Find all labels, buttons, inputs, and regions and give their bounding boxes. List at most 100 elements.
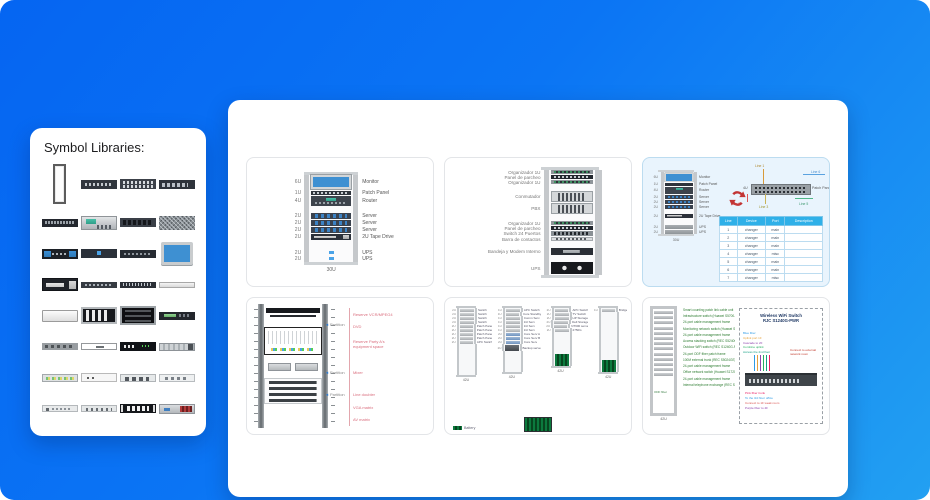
rack-frame[interactable] <box>53 164 66 204</box>
equipment-label: 24-port cable management frame <box>683 376 731 381</box>
pdu-red[interactable] <box>158 403 195 414</box>
rack-diagram: Organizador 1U Panel de parcheo <box>475 167 602 278</box>
rack-unit <box>550 191 593 202</box>
rack-rails <box>304 212 359 220</box>
rack-row <box>475 184 602 191</box>
rack-unit <box>550 248 593 255</box>
callout-label: Pink fiber trunk <box>745 391 766 395</box>
ribbed-silver[interactable] <box>158 342 195 351</box>
shelf-black[interactable] <box>119 306 156 325</box>
rack-row: 1U Bridge <box>593 308 627 312</box>
blank-panel[interactable] <box>41 309 78 322</box>
ring-organizer[interactable] <box>119 404 156 413</box>
keystone-white[interactable] <box>80 373 117 382</box>
rack-unit <box>665 213 693 218</box>
rack-rails <box>304 240 359 250</box>
rack-row: 2U Patch Panel <box>451 328 492 332</box>
equipment-label: Access stacking switch (REC S5240G-PWR) <box>683 339 735 344</box>
unit-ruler <box>251 304 258 428</box>
rack-row: 1U APC Switch <box>498 308 540 312</box>
unit-height-label: 2U <box>653 199 658 204</box>
panel-dots[interactable] <box>80 405 117 412</box>
rack-row: 1U Intl Serv <box>498 328 535 332</box>
symbol-grid <box>40 161 196 424</box>
callout-line <box>747 194 748 202</box>
ports-thin[interactable] <box>80 281 117 288</box>
rack-row: 2U NT600 server <box>546 324 589 328</box>
patch-table-row: 6 changer main <box>719 265 823 274</box>
patch-ports[interactable] <box>41 218 78 227</box>
rack-rails <box>543 169 602 175</box>
equipment-label: DVD <box>349 322 395 332</box>
patch-table-row: 5 changer main <box>719 257 823 266</box>
line-callout-label: Line 3 <box>759 205 769 209</box>
server-led[interactable] <box>119 342 156 351</box>
ports-dense[interactable] <box>119 281 156 288</box>
patch-panel-graphic <box>751 184 811 195</box>
keystone-color[interactable] <box>41 373 78 382</box>
unit-name-label: Router <box>362 198 378 204</box>
rack-row: 2U Backup server <box>497 344 541 351</box>
template-card-rack-spanish[interactable]: Organizador 1U Panel de parcheo <box>444 157 632 287</box>
rack-row: 1U Core Standby <box>497 312 541 316</box>
callout-label: To the 3rd floor office <box>745 396 773 401</box>
rack-unit <box>311 196 352 206</box>
patch-table-header: Device <box>736 216 767 226</box>
blank-thin[interactable] <box>158 281 195 288</box>
cable-panel[interactable] <box>158 215 195 230</box>
rack-unit <box>311 207 351 212</box>
rack-column: 2U APC Switch 2U TV Switch <box>544 306 589 426</box>
rack-rails <box>543 214 602 221</box>
template-card-av-rack[interactable]: Reserve VCR/MPEG4 DVD Reserve Party A's … <box>246 297 434 435</box>
connector-panel[interactable] <box>119 373 156 382</box>
rack-row: Conmutador <box>475 190 602 203</box>
rack-unit <box>550 170 593 174</box>
patch-panel[interactable] <box>80 179 117 189</box>
server-dot[interactable] <box>80 249 117 258</box>
switch[interactable] <box>119 179 156 189</box>
rack-row: 2U APC Switch <box>546 308 589 312</box>
rack-unit <box>505 328 520 332</box>
rack-unit <box>654 362 673 366</box>
silver-unit[interactable] <box>80 343 117 350</box>
rack-unit <box>311 175 352 189</box>
lcd-monitor[interactable] <box>160 242 193 265</box>
box-subtitle: RJC S1240G-PWR <box>762 318 800 323</box>
rack-unit <box>460 312 474 316</box>
legend: Battery <box>453 426 475 430</box>
router-blue[interactable] <box>41 248 78 259</box>
template-card-server-room[interactable]: 2U Switch 2U Switch <box>444 297 632 435</box>
unit-height-label: 2U <box>294 213 302 219</box>
rack-unit <box>550 180 593 184</box>
vent-panel[interactable] <box>80 307 117 324</box>
patch-table-row: 1 changer main <box>719 225 823 234</box>
rack-unit <box>459 324 473 328</box>
rack-unit <box>550 175 593 179</box>
template-card-patch-panel-table[interactable]: 6U Monitor 1U Patch Panel <box>642 157 830 287</box>
rack-size-label: 42U <box>605 375 612 379</box>
switch-ports[interactable] <box>158 179 195 189</box>
rack-row <box>591 359 627 372</box>
rack-unit <box>505 344 519 351</box>
led-switch[interactable] <box>158 311 195 320</box>
rack-rails <box>304 195 359 207</box>
patch-gray[interactable] <box>41 343 78 350</box>
unit-name-label: Monitor <box>699 175 711 179</box>
rack-unit <box>459 332 473 336</box>
template-card-wifi-switch[interactable]: ODF fiber 42U Smart counting patch link … <box>642 297 830 435</box>
blade-server[interactable] <box>119 218 156 227</box>
unit-height-label: 4U <box>653 188 658 192</box>
rack-row: 2U HP Storage <box>546 316 588 320</box>
server-teal[interactable] <box>80 215 117 230</box>
connector-light[interactable] <box>158 373 195 382</box>
template-card-rack-basic[interactable]: 6U Monitor 1U Patch Panel <box>246 157 434 287</box>
rack-unit <box>665 194 693 199</box>
tape-drive[interactable] <box>41 278 78 291</box>
rack-row: 2U 2U Tape Drive <box>286 233 394 241</box>
patch-table-header: Port <box>765 216 786 226</box>
panel-light[interactable] <box>41 405 78 412</box>
rack-rails <box>543 261 602 275</box>
patch-table-row: 2 changer main <box>719 233 823 242</box>
rack-row: UPS <box>475 261 602 275</box>
switch-dark[interactable] <box>119 249 156 258</box>
